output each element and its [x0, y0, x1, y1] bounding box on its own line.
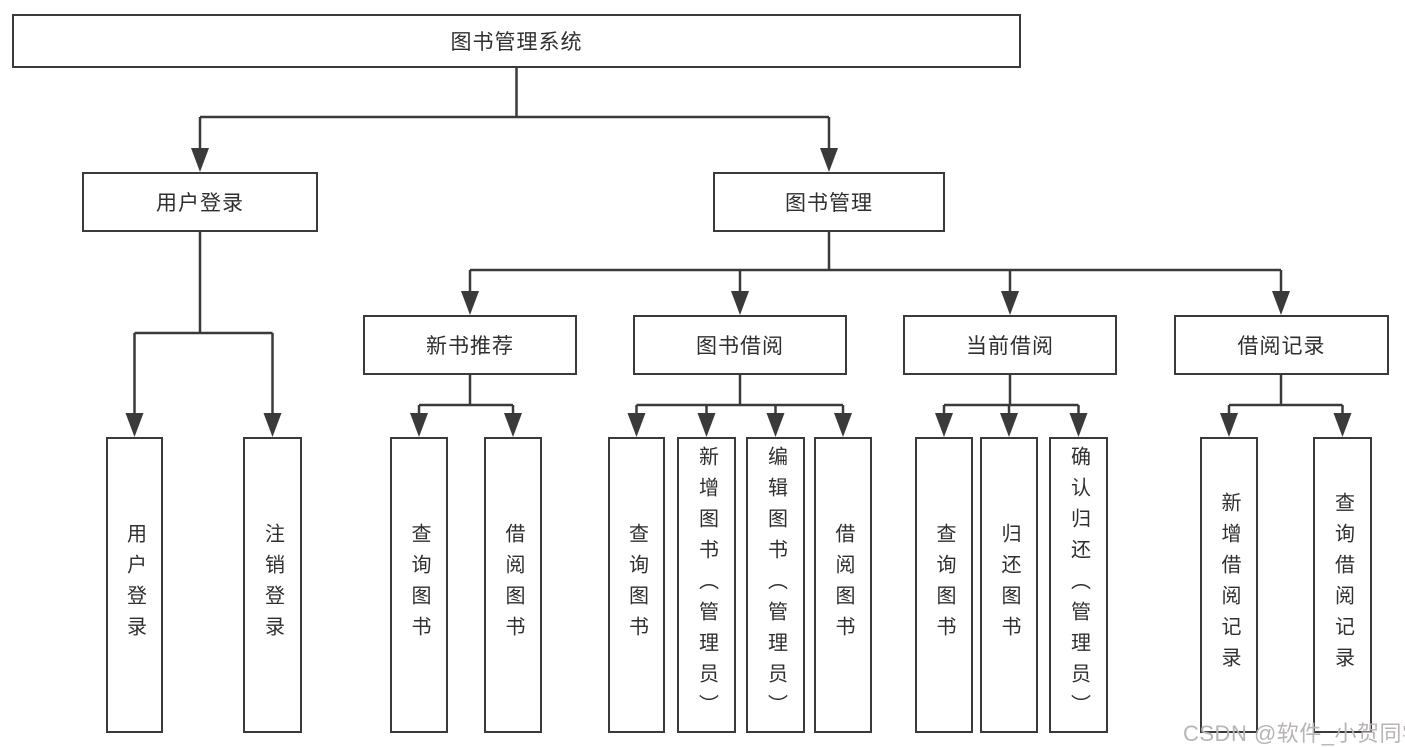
leaf-query-books-recommend-label: 查询图书	[408, 523, 430, 647]
node-user-login-label: 用户登录	[156, 192, 244, 215]
leaf-user-login-label: 用户登录	[123, 523, 146, 647]
leaf-borrow-books-recommend-label: 借阅图书	[502, 523, 524, 647]
leaf-add-book-admin-label: 新增图书（管理员）	[695, 445, 718, 725]
leaf-borrow-books-borrow-label: 借阅图书	[832, 523, 854, 647]
leaf-edit-book-admin-label: 编辑图书（管理员）	[764, 445, 787, 725]
arrowheads	[125, 148, 1352, 437]
leaf-add-book-admin: 新增图书（管理员）	[677, 437, 736, 733]
leaf-query-borrow-record: 查询借阅记录	[1313, 437, 1372, 733]
leaf-query-borrow-record-label: 查询借阅记录	[1331, 492, 1354, 678]
leaf-borrow-books-borrow: 借阅图书	[814, 437, 872, 733]
leaf-edit-book-admin: 编辑图书（管理员）	[746, 437, 805, 733]
node-book-management: 图书管理	[713, 172, 945, 232]
leaf-query-books-borrow: 查询图书	[608, 437, 665, 733]
node-current-borrow-label: 当前借阅	[966, 335, 1054, 358]
leaf-query-books-current-label: 查询图书	[933, 523, 955, 647]
watermark-text: CSDN @软件_小贺同学	[1183, 721, 1405, 746]
node-borrow-records-label: 借阅记录	[1237, 335, 1326, 358]
node-new-book-recommend: 新书推荐	[363, 315, 577, 375]
leaf-add-borrow-record: 新增借阅记录	[1200, 437, 1258, 733]
leaf-return-book-label: 归还图书	[998, 523, 1020, 647]
node-book-borrow-label: 图书借阅	[696, 335, 784, 358]
leaf-borrow-books-recommend: 借阅图书	[484, 437, 542, 733]
leaf-user-login: 用户登录	[106, 437, 163, 733]
node-user-login: 用户登录	[82, 172, 318, 232]
leaf-query-books-current: 查询图书	[915, 437, 973, 733]
node-book-borrow: 图书借阅	[633, 315, 847, 375]
leaf-query-books-borrow-label: 查询图书	[625, 523, 648, 647]
node-new-book-recommend-label: 新书推荐	[426, 335, 514, 358]
leaf-query-books-recommend: 查询图书	[390, 437, 448, 733]
node-borrow-records: 借阅记录	[1174, 315, 1389, 375]
leaf-logout: 注销登录	[243, 437, 302, 733]
node-root: 图书管理系统	[12, 14, 1021, 68]
leaf-confirm-return-admin-label: 确认归还（管理员）	[1067, 445, 1090, 725]
leaf-return-book: 归还图书	[980, 437, 1038, 733]
node-book-management-label: 图书管理	[785, 192, 873, 215]
leaf-add-borrow-record-label: 新增借阅记录	[1218, 492, 1240, 678]
node-root-label: 图书管理系统	[450, 31, 583, 54]
leaf-confirm-return-admin: 确认归还（管理员）	[1049, 437, 1108, 733]
node-current-borrow: 当前借阅	[903, 315, 1117, 375]
leaf-logout-label: 注销登录	[261, 523, 284, 647]
